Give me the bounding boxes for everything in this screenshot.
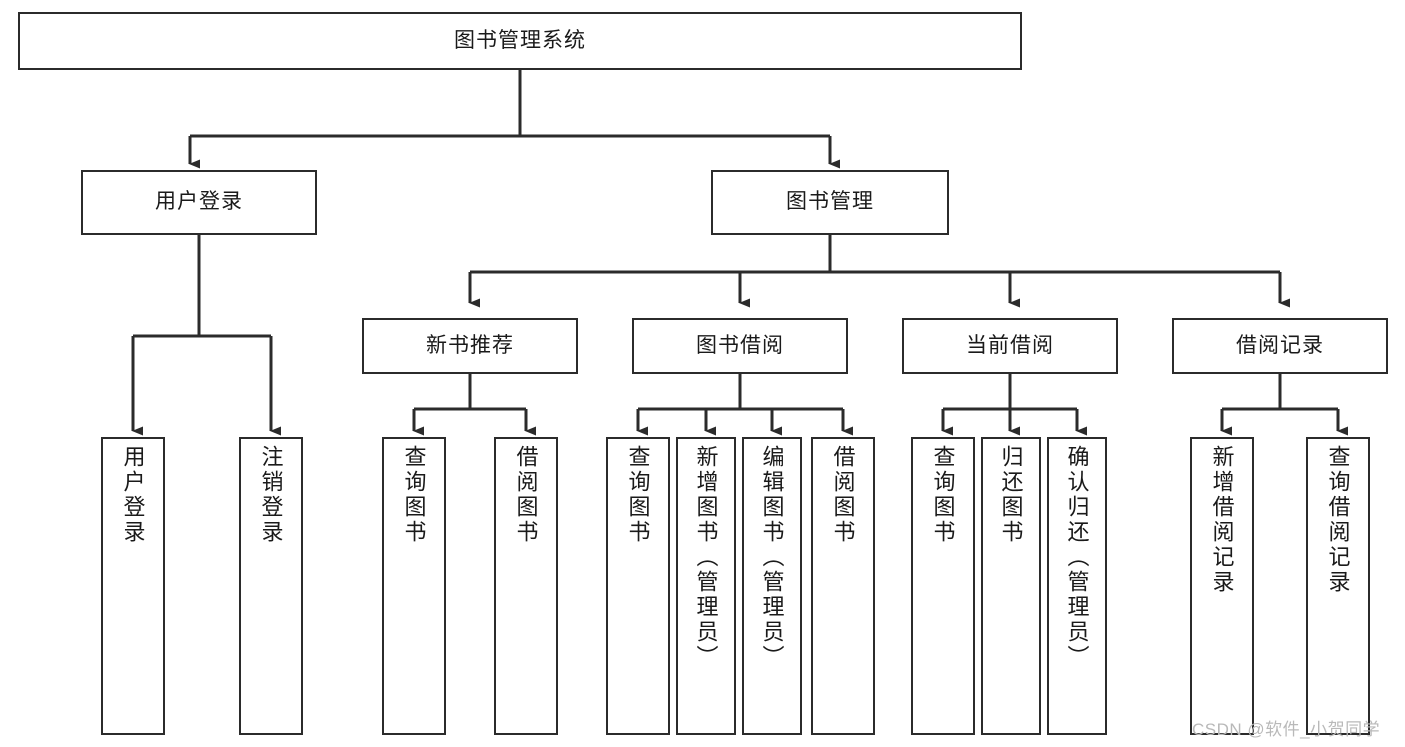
watermark-text: CSDN @软件_小贺同学 — [1192, 720, 1381, 739]
node-leaf-borrow-book-2-label: 借阅图书 — [830, 445, 856, 545]
node-leaf-user-logout-label: 注销登录 — [258, 445, 284, 545]
node-leaf-query-record[interactable]: 查询借阅记录 — [1306, 437, 1370, 735]
node-leaf-confirm-return-label: 确认归还（管理员） — [1064, 445, 1090, 670]
node-root-label: 图书管理系统 — [454, 28, 586, 52]
node-leaf-borrow-book-1-label: 借阅图书 — [513, 445, 539, 545]
node-borrow-record[interactable]: 借阅记录 — [1172, 318, 1388, 374]
node-leaf-query-book-1-label: 查询图书 — [401, 445, 427, 545]
node-book-management[interactable]: 图书管理 — [711, 170, 949, 235]
node-book-management-label: 图书管理 — [786, 190, 874, 214]
node-user-login-label: 用户登录 — [155, 190, 243, 214]
node-leaf-user-login-label: 用户登录 — [120, 445, 146, 545]
node-leaf-user-login[interactable]: 用户登录 — [101, 437, 165, 735]
node-leaf-return-book[interactable]: 归还图书 — [981, 437, 1041, 735]
node-leaf-query-book-2-label: 查询图书 — [625, 445, 651, 545]
node-leaf-query-record-label: 查询借阅记录 — [1325, 445, 1351, 595]
node-leaf-query-book-3[interactable]: 查询图书 — [911, 437, 975, 735]
node-borrow-record-label: 借阅记录 — [1236, 333, 1324, 357]
node-leaf-add-book-label: 新增图书（管理员） — [693, 445, 719, 670]
node-user-login[interactable]: 用户登录 — [81, 170, 317, 235]
node-leaf-query-book-2[interactable]: 查询图书 — [606, 437, 670, 735]
node-new-book-recommend[interactable]: 新书推荐 — [362, 318, 578, 374]
node-leaf-add-book[interactable]: 新增图书（管理员） — [676, 437, 736, 735]
node-book-borrow[interactable]: 图书借阅 — [632, 318, 848, 374]
node-root[interactable]: 图书管理系统 — [18, 12, 1022, 70]
node-leaf-borrow-book-1[interactable]: 借阅图书 — [494, 437, 558, 735]
node-current-borrow[interactable]: 当前借阅 — [902, 318, 1118, 374]
node-leaf-add-record[interactable]: 新增借阅记录 — [1190, 437, 1254, 735]
node-leaf-add-record-label: 新增借阅记录 — [1209, 445, 1235, 595]
node-current-borrow-label: 当前借阅 — [966, 333, 1054, 357]
node-leaf-query-book-3-label: 查询图书 — [930, 445, 956, 545]
node-new-book-recommend-label: 新书推荐 — [426, 333, 514, 357]
node-leaf-return-book-label: 归还图书 — [998, 445, 1024, 545]
node-leaf-borrow-book-2[interactable]: 借阅图书 — [811, 437, 875, 735]
node-leaf-edit-book-label: 编辑图书（管理员） — [759, 445, 785, 670]
node-leaf-confirm-return[interactable]: 确认归还（管理员） — [1047, 437, 1107, 735]
node-leaf-user-logout[interactable]: 注销登录 — [239, 437, 303, 735]
node-book-borrow-label: 图书借阅 — [696, 333, 784, 357]
node-leaf-edit-book[interactable]: 编辑图书（管理员） — [742, 437, 802, 735]
node-leaf-query-book-1[interactable]: 查询图书 — [382, 437, 446, 735]
